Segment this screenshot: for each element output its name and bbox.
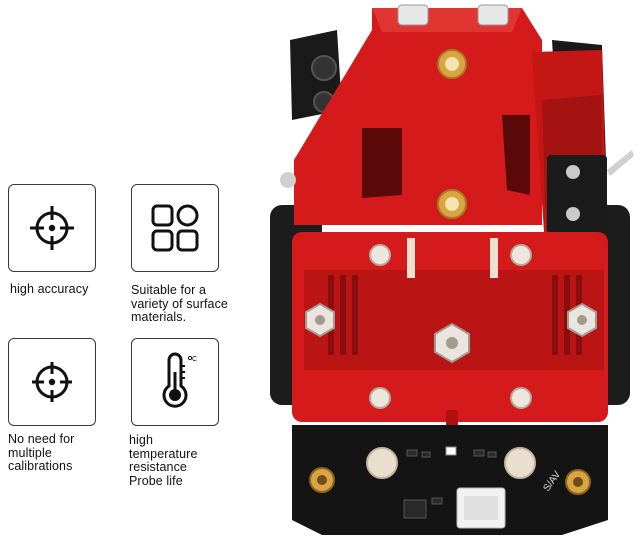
thermometer-icon: C — [162, 352, 197, 408]
svg-text:C: C — [192, 356, 197, 363]
feature-card-surface-materials — [131, 184, 219, 272]
feature-caption-surface-materials: Suitable for a variety of surface materi… — [131, 283, 228, 324]
feature-caption-temperature: high temperature resistance Probe life — [129, 433, 198, 488]
feature-caption-high-accuracy: high accuracy — [10, 282, 89, 296]
feature-card-high-accuracy — [8, 184, 96, 272]
target-icon — [32, 362, 72, 402]
feature-card-no-calibration — [8, 338, 96, 426]
probe-module-image: S/AV — [270, 4, 634, 535]
feature-card-temperature: C — [131, 338, 219, 426]
feature-caption-no-calibration: No need for multiple calibrations — [8, 432, 75, 473]
crosshair-icon — [30, 206, 74, 250]
grid-shapes-icon — [151, 204, 199, 252]
